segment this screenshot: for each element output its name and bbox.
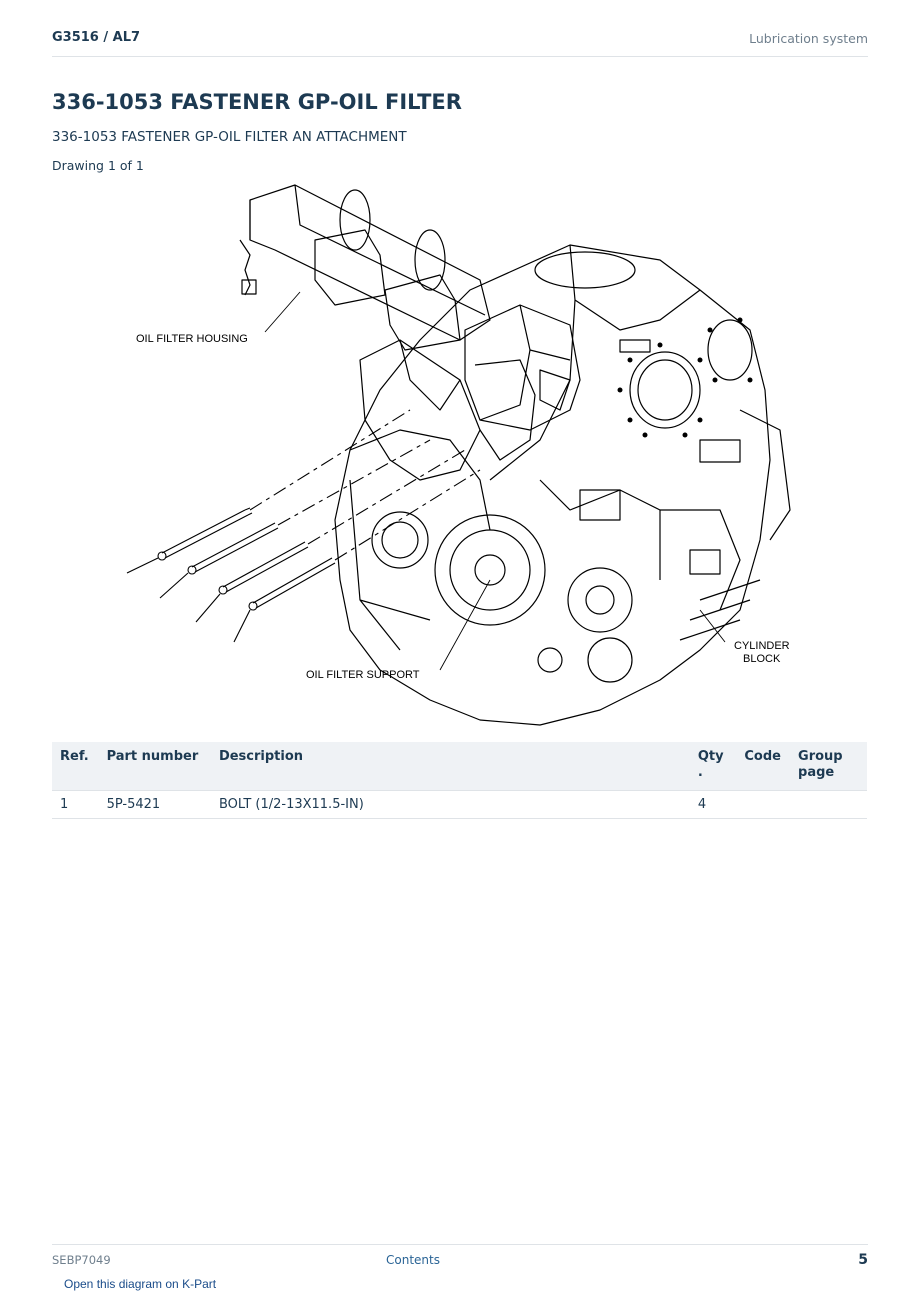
parts-diagram: OIL FILTER HOUSING OIL FILTER SUPPORT CY… [126,184,791,726]
header-part-number: Part number [98,742,211,791]
drawing-count-label: Drawing 1 of 1 [52,158,144,173]
open-kpart-link[interactable]: Open this diagram on K-Part [64,1277,217,1291]
callout-oil-filter-housing: OIL FILTER HOUSING [136,333,248,345]
front-gear-cover [434,514,546,626]
callout-cylinder-block-line2: BLOCK [743,653,781,665]
cell-qty: 4 [689,790,737,819]
oil-filter-support-bracket [359,339,481,481]
parts-table-header: Ref. Part number Description Qty. Code G… [52,742,867,791]
header-group-line1: Group [798,749,843,764]
parts-table: Ref. Part number Description Qty. Code G… [52,742,867,819]
header-qty: Qty. [689,742,737,791]
bolt-set [126,409,481,643]
contents-link[interactable]: Contents [386,1253,440,1267]
header-description: Description [210,742,690,791]
section-label: Lubrication system [749,31,868,46]
page-subtitle: 336-1053 FASTENER GP-OIL FILTER AN ATTAC… [52,129,407,145]
cylinder-block-outline [334,244,771,726]
cell-code [736,790,791,819]
cell-part-number: 5P-5421 [98,790,211,819]
cell-group-page [790,790,867,819]
model-label: G3516 / AL7 [52,30,141,45]
header-code: Code [736,742,791,791]
header-qty-line2: . [697,765,703,780]
bolt-2 [159,439,431,599]
bolt-4 [233,469,481,643]
page-header: G3516 / AL7 Lubrication system [52,28,868,57]
bolt-3 [195,449,466,623]
cell-ref: 1 [52,790,99,819]
page-number: 5 [858,1252,868,1268]
page-title: 336-1053 FASTENER GP-OIL FILTER [52,90,462,114]
header-ref: Ref. [52,742,99,791]
oil-filter-housing [239,184,491,351]
footer-divider [52,1244,868,1245]
header-qty-line1: Qty [697,749,724,764]
cell-description: BOLT (1/2-13X11.5-IN) [210,790,690,819]
document-id: SEBP7049 [52,1253,111,1267]
header-group-line2: page [798,765,835,780]
bolt-1 [126,409,411,574]
callout-cylinder-block-line1: CYLINDER [734,640,790,652]
table-row: 1 5P-5421 BOLT (1/2-13X11.5-IN) 4 [52,790,867,819]
callout-oil-filter-support: OIL FILTER SUPPORT [306,669,420,681]
